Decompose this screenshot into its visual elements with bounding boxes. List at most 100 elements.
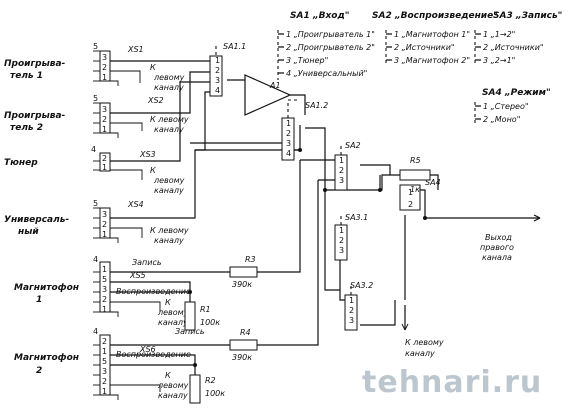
svg-text:1: 1 — [102, 387, 107, 396]
legend-sa1: SA1 „Вход" 1 „Проигрыватель 1" 2 „Проигр… — [277, 11, 375, 80]
svg-text:1: 1 — [339, 156, 344, 165]
svg-text:3: 3 — [339, 246, 344, 255]
svg-text:левому: левому — [157, 381, 189, 390]
sa1-1-label: SA1.1 — [223, 42, 246, 51]
xs1-label: XS1 — [127, 45, 144, 54]
svg-text:R2: R2 — [205, 376, 216, 385]
switch-sa3-1: 123 SA3.1 — [334, 213, 368, 261]
svg-text:3: 3 — [215, 76, 220, 85]
svg-text:5: 5 — [93, 199, 98, 208]
svg-text:SA3 „Запись": SA3 „Запись" — [493, 11, 562, 21]
svg-text:3 „2→1": 3 „2→1" — [483, 56, 515, 65]
svg-text:левому: левому — [153, 176, 185, 185]
tape1-label-b: 1 — [36, 295, 42, 305]
player2-label-b: тель 2 — [10, 123, 43, 133]
tape2-label-b: 2 — [36, 366, 42, 376]
svg-text:390к: 390к — [232, 353, 252, 362]
switch-sa3-2: 123 SA3.2 — [344, 281, 373, 331]
svg-text:R1: R1 — [200, 305, 211, 314]
legend-sa2: SA2 „Воспроизведение" 1 „Магнитофон 1" 2… — [372, 11, 498, 66]
svg-text:каналу: каналу — [405, 349, 435, 358]
resistor-r1: R1 100к — [184, 301, 220, 331]
svg-text:5: 5 — [93, 42, 98, 51]
xs4-label: XS4 — [127, 200, 144, 209]
xs6-label: XS6 — [139, 345, 156, 354]
watermark: tehnari.ru — [362, 365, 542, 400]
svg-text:SA2 „Воспроизведение": SA2 „Воспроизведение" — [372, 11, 498, 21]
svg-text:1: 1 — [102, 347, 107, 356]
sa3-1-label: SA3.1 — [345, 213, 368, 222]
svg-text:390к: 390к — [232, 280, 252, 289]
player2-label-a: Проигрыва- — [4, 111, 66, 121]
svg-text:4: 4 — [91, 145, 96, 154]
svg-text:2 „Моно": 2 „Моно" — [483, 115, 520, 124]
switch-links — [215, 46, 352, 295]
svg-text:100к: 100к — [205, 389, 225, 398]
svg-text:2 „Источники": 2 „Источники" — [394, 43, 455, 52]
svg-text:2: 2 — [102, 115, 107, 124]
svg-text:2: 2 — [349, 306, 354, 315]
legend-sa4: SA4 „Режим" 1 „Стерео" 2 „Моно" — [474, 88, 551, 125]
switch-sa2: 123 SA2 — [334, 141, 361, 191]
svg-text:3 „Тюнер": 3 „Тюнер" — [286, 56, 328, 65]
svg-text:2: 2 — [102, 154, 107, 163]
sa2-label: SA2 — [345, 141, 361, 150]
svg-text:SA4 „Режим": SA4 „Режим" — [482, 88, 551, 98]
resistor-r2: R2 100к — [189, 374, 225, 404]
svg-text:2: 2 — [339, 236, 344, 245]
amplifier-a1: A1 — [244, 74, 292, 116]
xs5-label: XS5 — [129, 271, 146, 280]
a1-label: A1 — [269, 81, 281, 90]
svg-text:1: 1 — [408, 188, 413, 197]
svg-text:3: 3 — [286, 139, 291, 148]
svg-text:1: 1 — [102, 73, 107, 82]
output: Выход правого канала — [455, 214, 541, 262]
resistor-r4: R4 390к — [229, 328, 258, 362]
svg-text:Запись: Запись — [175, 327, 205, 336]
svg-text:2: 2 — [286, 129, 291, 138]
svg-text:2: 2 — [408, 200, 413, 209]
svg-text:каналу: каналу — [154, 125, 184, 134]
svg-text:каналу: каналу — [158, 318, 188, 327]
tape1-label-a: Магнитофон — [14, 283, 79, 293]
switch-sa4: 12 SA4 — [399, 178, 441, 211]
svg-text:левому: левому — [153, 73, 185, 82]
svg-text:1: 1 — [102, 125, 107, 134]
svg-text:2 „Источники": 2 „Источники" — [483, 43, 544, 52]
svg-text:1 „1→2": 1 „1→2" — [483, 30, 515, 39]
sa3-2-label: SA3.2 — [350, 281, 373, 290]
svg-text:К левому: К левому — [150, 226, 189, 235]
svg-text:1: 1 — [102, 265, 107, 274]
resistor-r3: R3 390к — [229, 255, 258, 289]
svg-text:1: 1 — [339, 226, 344, 235]
svg-text:SA1 „Вход": SA1 „Вход" — [290, 11, 349, 21]
svg-text:5: 5 — [102, 357, 107, 366]
svg-text:R5: R5 — [410, 156, 421, 165]
svg-text:канала: канала — [482, 253, 512, 262]
sa1-2-label: SA1.2 — [305, 101, 328, 110]
svg-text:левому: левому — [157, 308, 189, 317]
svg-text:1: 1 — [349, 296, 354, 305]
svg-text:3: 3 — [349, 316, 354, 325]
svg-text:3: 3 — [102, 210, 107, 219]
xs3-label: XS3 — [139, 150, 156, 159]
svg-text:100к: 100к — [200, 318, 220, 327]
svg-text:3 „Магнитофон 2": 3 „Магнитофон 2" — [394, 56, 470, 65]
svg-text:1 „Магнитофон 1": 1 „Магнитофон 1" — [394, 30, 470, 39]
svg-text:2: 2 — [102, 377, 107, 386]
svg-text:2 „Проигрыватель 2": 2 „Проигрыватель 2" — [286, 43, 375, 52]
svg-text:1 „Стерео": 1 „Стерео" — [483, 102, 529, 111]
svg-text:R4: R4 — [240, 328, 251, 337]
svg-text:R3: R3 — [245, 255, 256, 264]
junction-dots — [188, 148, 427, 367]
svg-text:каналу: каналу — [154, 186, 184, 195]
svg-text:2: 2 — [102, 63, 107, 72]
left-channel-labels: К левому каналу К левому каналу К левому… — [150, 63, 444, 400]
main-wiring — [110, 60, 455, 375]
player1-label-a: Проигрыва- — [4, 59, 66, 69]
svg-text:3: 3 — [102, 367, 107, 376]
